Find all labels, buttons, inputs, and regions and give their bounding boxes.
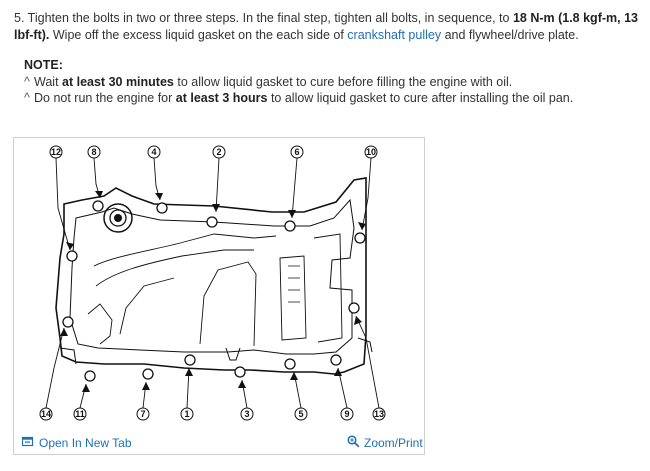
zoom-print-label: Zoom/Print bbox=[364, 436, 423, 450]
magnifier-icon bbox=[347, 435, 360, 451]
instruction-step: 5. Tighten the bolts in two or three ste… bbox=[14, 10, 639, 44]
oil-pan-bolt-sequence-figure[interactable]: 12 8 4 2 6 10 14 11 7 1 3 5 9 13 bbox=[13, 137, 425, 455]
bolt-label-1: 1 bbox=[184, 409, 189, 419]
bolt-label-10: 10 bbox=[366, 147, 376, 157]
note-text: Do not run the engine for bbox=[34, 91, 176, 105]
note-text: to allow liquid gasket to cure before fi… bbox=[173, 75, 513, 89]
step-text-2: Wipe off the excess liquid gasket on the… bbox=[49, 28, 348, 42]
top-bolt-callouts: 12 8 4 2 6 10 bbox=[49, 145, 378, 159]
bolt-label-14: 14 bbox=[41, 409, 51, 419]
bolt-label-9: 9 bbox=[344, 409, 349, 419]
bottom-bolt-callouts: 14 11 7 1 3 5 9 13 bbox=[39, 407, 386, 421]
step-text-1: Tighten the bolts in two or three steps.… bbox=[24, 11, 513, 25]
bolt-label-6: 6 bbox=[294, 147, 299, 157]
bolt-label-13: 13 bbox=[374, 409, 384, 419]
torque-spec: 18 N-m (1.8 kgf-m, 13 lbf-ft). bbox=[14, 11, 638, 42]
open-in-new-tab-label: Open In New Tab bbox=[39, 436, 132, 450]
caret-icon: ^ bbox=[24, 75, 30, 89]
bolt-label-5: 5 bbox=[298, 409, 303, 419]
open-in-new-tab-link[interactable]: Open In New Tab bbox=[21, 436, 132, 450]
note-text: to allow liquid gasket to cure after ins… bbox=[267, 91, 574, 105]
bolt-label-3: 3 bbox=[244, 409, 249, 419]
zoom-print-link[interactable]: Zoom/Print bbox=[347, 435, 423, 451]
bolt-label-8: 8 bbox=[91, 147, 96, 157]
bolt-label-12: 12 bbox=[51, 147, 61, 157]
step-number: 5. bbox=[14, 11, 25, 25]
note-text: Wait bbox=[34, 75, 63, 89]
note-bold: at least 30 minutes bbox=[62, 75, 174, 89]
bolt-markers bbox=[62, 200, 366, 382]
oil-pan-inner-outline bbox=[69, 198, 355, 355]
note-item: ^ Wait at least 30 minutes to allow liqui… bbox=[24, 74, 573, 90]
bolt-label-7: 7 bbox=[140, 409, 145, 419]
crankshaft-pulley-link[interactable]: crankshaft pulley bbox=[347, 28, 442, 42]
caret-icon: ^ bbox=[24, 91, 30, 105]
bolt-label-4: 4 bbox=[151, 147, 156, 157]
note-list: ^ Wait at least 30 minutes to allow liqui… bbox=[24, 74, 573, 106]
note-heading: NOTE: bbox=[24, 58, 63, 72]
bolt-label-11: 11 bbox=[75, 409, 85, 419]
note-item: ^ Do not run the engine for at least 3 ho… bbox=[24, 90, 573, 106]
step-text-3: and flywheel/drive plate. bbox=[441, 28, 579, 42]
bolt-label-2: 2 bbox=[216, 147, 221, 157]
oil-pan-diagram: 12 8 4 2 6 10 14 11 7 1 3 5 9 13 bbox=[39, 145, 386, 421]
oil-pan-outline bbox=[55, 177, 367, 375]
open-in-new-tab-icon bbox=[21, 436, 34, 450]
note-bold: at least 3 hours bbox=[175, 91, 268, 105]
